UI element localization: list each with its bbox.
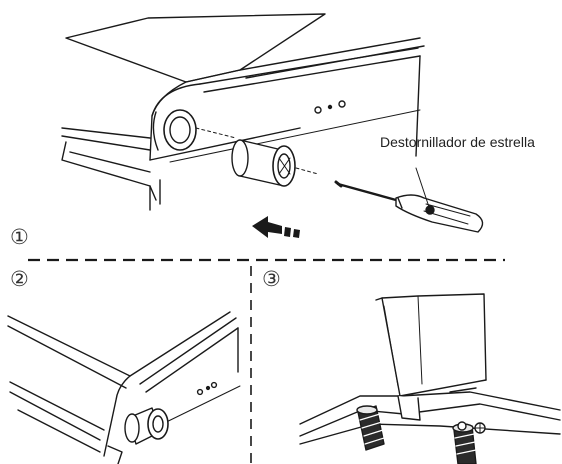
panel-2-scene bbox=[7, 311, 241, 464]
screwdriver-label: Destornillador de estrella bbox=[380, 134, 535, 150]
wall-plug-left bbox=[356, 405, 385, 451]
top-scene bbox=[61, 13, 484, 238]
step-3-marker: ③ bbox=[262, 268, 281, 291]
device-body bbox=[61, 13, 425, 211]
panel-3-scene bbox=[299, 293, 561, 464]
end-cap bbox=[231, 139, 296, 187]
phillips-screwdriver-icon bbox=[334, 167, 484, 233]
wall-plug-right bbox=[452, 423, 477, 464]
step-1-marker: ① bbox=[10, 226, 29, 249]
insert-direction-arrow-icon bbox=[252, 216, 300, 238]
step-2-marker: ② bbox=[10, 268, 29, 291]
